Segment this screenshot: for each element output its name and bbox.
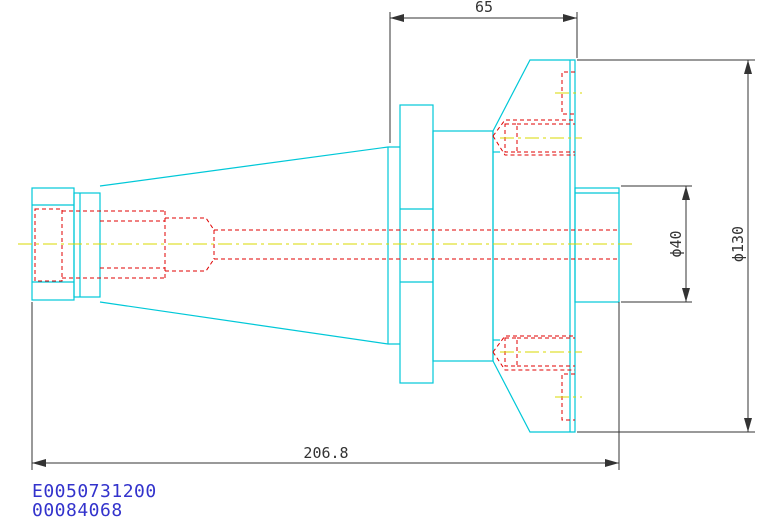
drawing-code: E0050731200 — [32, 481, 157, 502]
face-plate — [492, 59, 576, 433]
arrow-206-right — [605, 459, 619, 467]
left-bore — [34, 208, 63, 282]
dimension-lines — [31, 12, 755, 470]
pilot — [574, 187, 620, 303]
taper-bottom — [99, 301, 400, 345]
bottom-hole-b — [492, 351, 575, 371]
neck — [73, 192, 101, 298]
bottom-hole — [492, 335, 575, 353]
bore-cone-bot — [165, 258, 215, 272]
dim-text-130: ϕ130 — [729, 226, 747, 262]
dim-text-206: 206.8 — [303, 444, 348, 462]
arrow-65-left — [390, 14, 404, 22]
top-hole — [492, 119, 575, 137]
arrow-40-top — [682, 186, 690, 200]
top-hole-b — [492, 135, 575, 156]
hidden-lines — [34, 71, 619, 421]
arrow-206-left — [32, 459, 46, 467]
part-outline — [31, 59, 620, 433]
arrow-65-right — [563, 14, 577, 22]
center-lines — [18, 92, 636, 398]
drawing-number: 00084068 — [32, 500, 123, 521]
arrowheads — [32, 14, 752, 467]
body — [432, 130, 494, 362]
taper-top — [99, 146, 400, 187]
arrow-40-bot — [682, 288, 690, 302]
arrow-130-bot — [744, 418, 752, 432]
dim-text-65: 65 — [475, 0, 493, 16]
bore-cone-top — [165, 217, 215, 231]
dim-text-40: ϕ40 — [667, 230, 685, 257]
arrow-130-top — [744, 60, 752, 74]
